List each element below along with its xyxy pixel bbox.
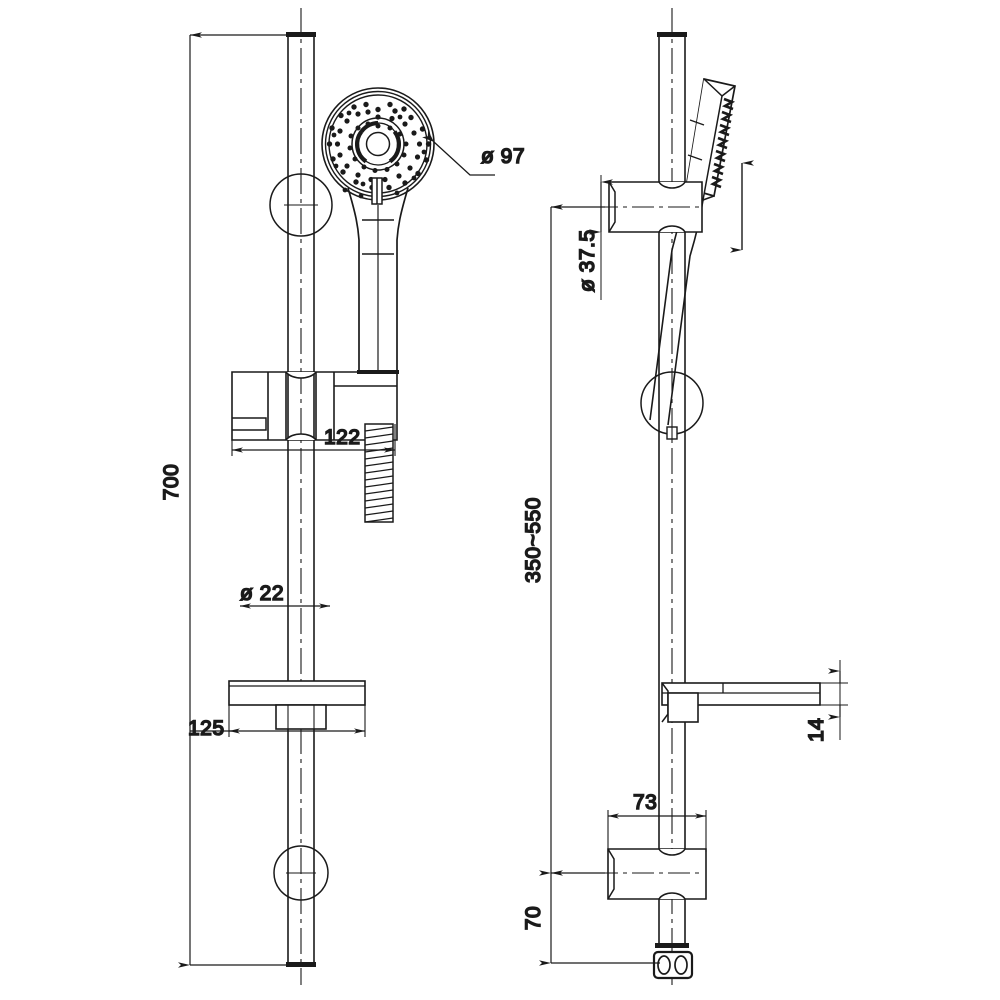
shower-holder-bracket-front (231, 371, 398, 441)
label-head-diameter: ø 97 (481, 145, 525, 168)
slide-rail-front (286, 32, 316, 967)
label-soap-dish-width: 125 (188, 717, 225, 740)
soap-dish-side (661, 682, 821, 723)
label-holder-diameter: ø 37.5 (576, 229, 599, 292)
dimension-soap-dish-width (190, 700, 366, 737)
wall-mount-lower-front (273, 845, 329, 901)
dimension-bracket-projection (231, 424, 396, 456)
label-adjustable-range: 350~550 (522, 497, 545, 583)
dimension-head-diameter-leader (422, 130, 495, 176)
hand-shower-handle-front (347, 187, 409, 374)
label-overall-height: 700 (160, 464, 183, 501)
dimension-overall-height (178, 32, 290, 968)
rail-end-cap-side (652, 943, 694, 980)
label-bottom-offset: 70 (522, 906, 545, 930)
dimension-soap-dish-thickness (818, 660, 848, 740)
soap-dish-front (228, 680, 366, 730)
wall-mount-upper-front (269, 173, 333, 237)
label-soap-dish-thickness: 14 (805, 718, 828, 742)
wall-mount-upper-side (640, 371, 704, 440)
hand-shower-head-front (321, 87, 435, 205)
label-bracket-projection: 122 (324, 426, 361, 449)
dimension-holder-projection (607, 810, 707, 852)
shower-holder-bracket-side (560, 181, 703, 233)
wall-mount-lower-side (560, 848, 707, 900)
label-holder-projection: 73 (633, 791, 657, 814)
flexible-hose-front (364, 423, 394, 523)
dimension-adjustable-range (539, 204, 605, 876)
dimension-bottom-offset (539, 870, 660, 966)
label-rail-diameter: ø 22 (240, 582, 284, 605)
